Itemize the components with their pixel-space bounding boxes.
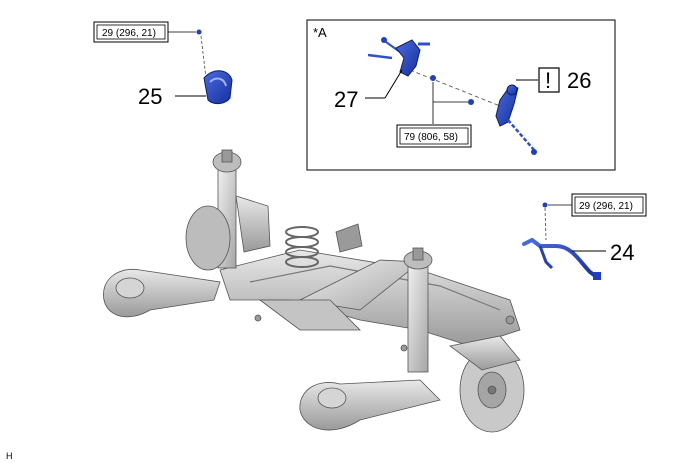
inset-label: *A [313, 25, 327, 40]
part-24-group: 29 (296, 21) 24 [522, 193, 647, 280]
caution-icon: ! [545, 68, 551, 93]
callout-25: 25 [138, 84, 162, 109]
inset-frame [306, 19, 616, 171]
nut-79 [430, 75, 436, 81]
axis-27-26 [409, 69, 501, 107]
coil-spring-left [285, 226, 319, 268]
bolt-25 [196, 29, 202, 35]
nut-mid [468, 99, 474, 105]
callout-26: 26 [567, 68, 591, 93]
caution-box [538, 67, 560, 93]
shock-right [407, 261, 429, 373]
inset-a: *A 27 ! 26 79 (806, 58) [306, 19, 616, 171]
bolt-axis-25 [200, 35, 207, 79]
bolt-27-shaft [367, 53, 393, 60]
torque-spec-2: 29 (296, 21) [579, 201, 633, 212]
part-25-group: 29 (296, 21) 25 [93, 21, 233, 109]
hub-left [185, 205, 231, 271]
stabilizer-link-24-icon [522, 237, 600, 280]
callout-24: 24 [610, 240, 634, 265]
toe-arm-27-icon [395, 39, 421, 77]
rear-subframe-assembly [103, 149, 525, 433]
bolt-24 [542, 202, 548, 208]
torque-box-2-inner [574, 196, 644, 214]
bolt-27-head [381, 37, 387, 43]
callout-27: 27 [334, 87, 358, 112]
torque-spec-3: 79 (806, 58) [404, 132, 458, 143]
torque-box-3-inner [399, 127, 469, 145]
torque-spec-1: 29 (296, 21) [102, 28, 156, 39]
torque-box-3-outer [396, 124, 472, 148]
torque-box-1-inner [96, 24, 166, 40]
lower-arm-right [299, 379, 441, 431]
corner-mark: H [6, 451, 13, 461]
stabilizer-link-25-icon [203, 70, 233, 105]
